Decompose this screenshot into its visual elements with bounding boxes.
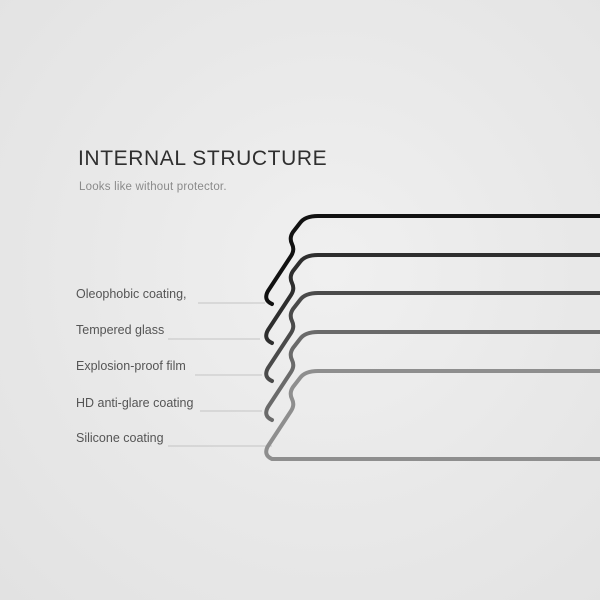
layer-shapes bbox=[264, 214, 600, 461]
layer-shape-oleophobic-coating bbox=[264, 214, 600, 306]
layer-label-tempered-glass: Tempered glass bbox=[76, 323, 165, 337]
layer-shape-hd-anti-glare-coating bbox=[264, 330, 600, 422]
page-title: INTERNAL STRUCTURE bbox=[78, 147, 328, 170]
leader-lines bbox=[168, 302, 272, 447]
layer-shape-explosion-proof-film bbox=[264, 291, 600, 383]
page-subtitle: Looks like without protector. bbox=[79, 181, 227, 193]
layer-label-oleophobic-coating: Oleophobic coating, bbox=[76, 287, 187, 301]
layer-shape-tempered-glass bbox=[264, 253, 600, 345]
layer-label-explosion-proof-film: Explosion-proof film bbox=[76, 359, 186, 373]
layer-label-silicone-coating: Silicone coating bbox=[76, 431, 164, 445]
layer-label-hd-anti-glare-coating: HD anti-glare coating bbox=[76, 396, 194, 410]
layer-shape-silicone-coating bbox=[264, 369, 600, 461]
